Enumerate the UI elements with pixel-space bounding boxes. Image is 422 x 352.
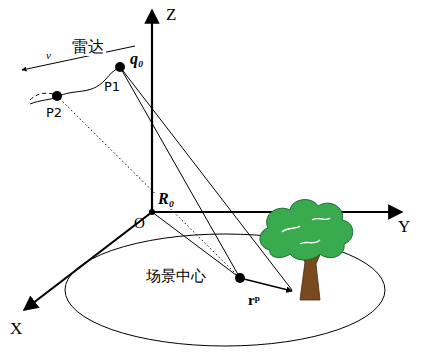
tree <box>260 200 353 300</box>
origin-label: O <box>134 216 145 231</box>
origin-point <box>149 209 155 215</box>
radar-point <box>52 91 62 101</box>
vector-label: R₀ <box>156 190 176 208</box>
range-line <box>120 67 292 290</box>
axis-label: Z <box>166 6 176 23</box>
point-label: q₀ <box>128 50 146 68</box>
velocity-label: v <box>46 50 51 61</box>
axis-label: X <box>10 320 22 337</box>
point-label: P2 <box>46 106 62 119</box>
rp-vector <box>240 278 292 291</box>
x-axis <box>24 212 152 310</box>
radar-point <box>115 62 125 72</box>
scene-center-label: 场景中心 <box>144 268 208 285</box>
trajectory <box>30 67 120 104</box>
z-axis <box>151 10 153 212</box>
vector-label: rᵖ <box>246 292 262 309</box>
scene-center-point <box>235 273 245 283</box>
range-line <box>120 67 240 278</box>
axis-label: Y <box>398 218 410 235</box>
point-label: P1 <box>104 80 120 93</box>
radar-label: 雷达 <box>70 38 106 56</box>
